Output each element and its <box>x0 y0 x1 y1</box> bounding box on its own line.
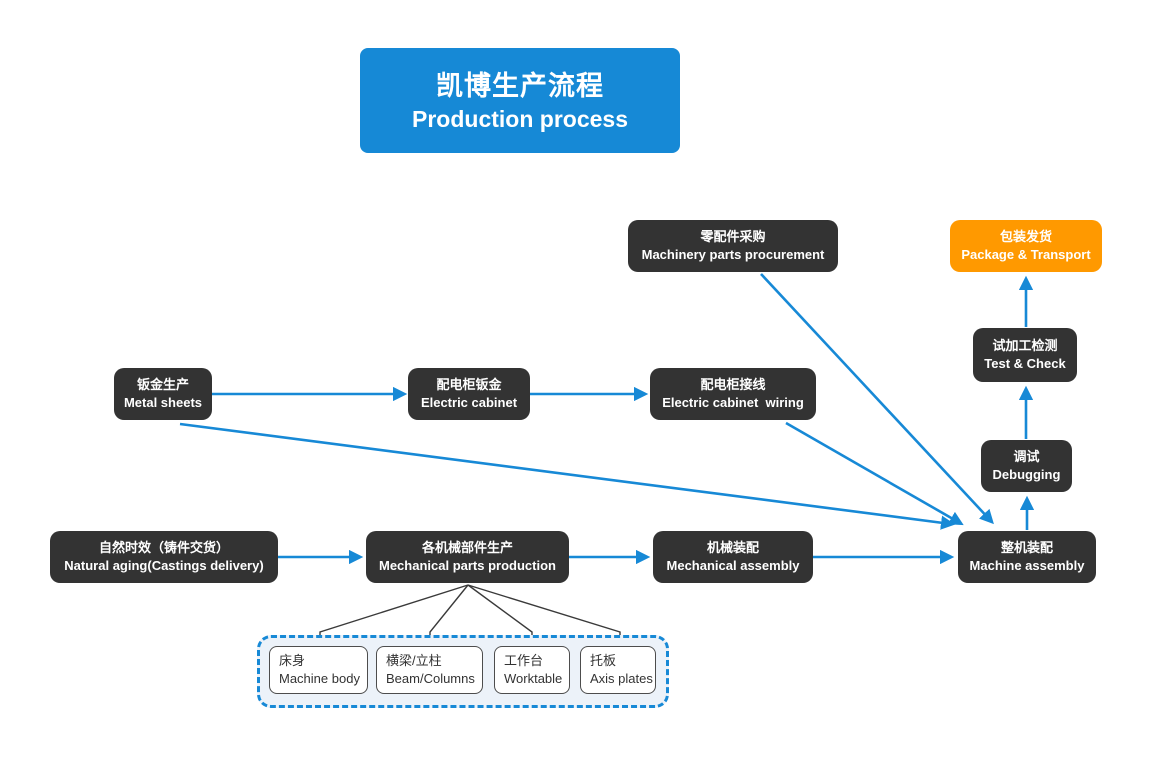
component-label-en: Axis plates <box>590 671 653 686</box>
node-label-en: Debugging <box>992 467 1061 482</box>
edge-metal-sheets-to-machine-assembly <box>179 422 956 530</box>
title-en: Production process <box>412 105 628 132</box>
node-label-en: Mechanical assembly <box>666 558 800 573</box>
component-label-en: Beam/Columns <box>386 671 475 686</box>
node-label-en: Machine assembly <box>969 558 1085 573</box>
node-mechanical-assembly: 机械装配 Mechanical assembly <box>653 531 813 583</box>
node-label-zh: 机械装配 <box>706 540 759 555</box>
component-axis-plates: 托板 Axis plates <box>580 646 656 694</box>
node-label-zh: 钣金生产 <box>136 377 189 392</box>
component-beam-columns: 横梁/立柱 Beam/Columns <box>376 646 483 694</box>
node-label-zh: 配电柜钣金 <box>436 377 502 392</box>
component-label-en: Worktable <box>504 671 563 686</box>
component-worktable: 工作台 Worktable <box>494 646 570 694</box>
node-electric-cabinet-wiring: 配电柜接线 Electric cabinet wiring <box>650 368 816 420</box>
component-label-zh: 床身 <box>279 653 306 668</box>
node-natural-aging: 自然时效（铸件交货） Natural aging(Castings delive… <box>50 531 278 583</box>
node-label-zh: 零配件采购 <box>700 229 766 244</box>
edge-wiring-to-machine-assembly <box>785 421 964 526</box>
node-machinery-parts-procurement: 零配件采购 Machinery parts procurement <box>628 220 838 272</box>
node-label-zh: 试加工检测 <box>992 338 1058 353</box>
node-label-zh: 配电柜接线 <box>700 377 766 392</box>
node-label-en: Machinery parts procurement <box>641 247 825 262</box>
node-test-check: 试加工检测 Test & Check <box>973 328 1077 382</box>
title-box: 凯博生产流程 Production process <box>360 48 680 153</box>
node-label-en: Package & Transport <box>961 247 1091 262</box>
node-metal-sheets: 钣金生产 Metal sheets <box>114 368 212 420</box>
node-label-zh: 整机装配 <box>1000 540 1053 555</box>
node-label-en: Electric cabinet <box>420 395 518 410</box>
node-machine-assembly: 整机装配 Machine assembly <box>958 531 1096 583</box>
component-machine-body: 床身 Machine body <box>269 646 368 694</box>
title-zh: 凯博生产流程 <box>436 70 604 101</box>
node-label-zh: 自然时效（铸件交货） <box>98 540 229 555</box>
component-label-zh: 横梁/立柱 <box>386 653 442 668</box>
node-label-zh: 包装发货 <box>999 229 1052 244</box>
component-label-en: Machine body <box>279 671 360 686</box>
node-label-zh: 各机械部件生产 <box>421 540 513 555</box>
node-label-en: Test & Check <box>984 356 1066 371</box>
component-label-zh: 工作台 <box>504 653 544 668</box>
component-label-zh: 托板 <box>590 653 617 668</box>
node-electric-cabinet: 配电柜钣金 Electric cabinet <box>408 368 530 420</box>
node-label-en: Mechanical parts production <box>379 558 556 573</box>
node-label-en: Natural aging(Castings delivery) <box>64 558 264 573</box>
node-debugging: 调试 Debugging <box>981 440 1072 492</box>
node-label-en: Metal sheets <box>123 395 203 410</box>
node-package-transport: 包装发货 Package & Transport <box>950 220 1102 272</box>
node-label-en: Electric cabinet wiring <box>662 395 804 410</box>
node-label-zh: 调试 <box>1013 449 1040 464</box>
node-mechanical-parts-production: 各机械部件生产 Mechanical parts production <box>366 531 569 583</box>
